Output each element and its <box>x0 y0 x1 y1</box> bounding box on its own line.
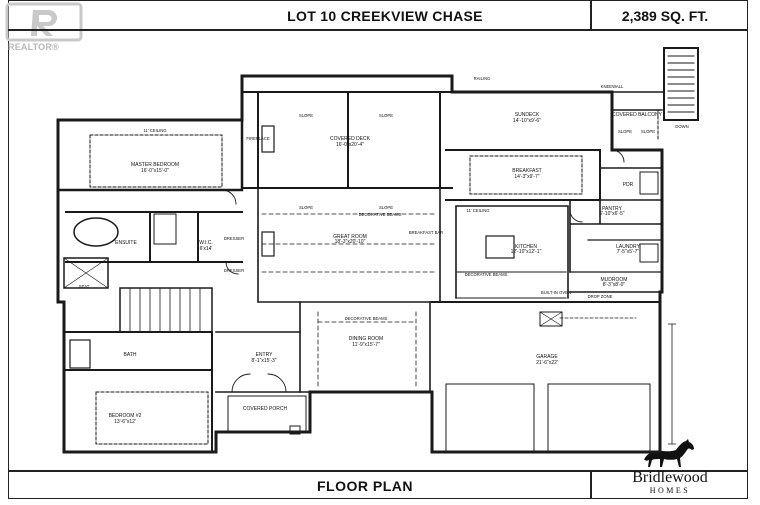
header-divider <box>8 29 748 31</box>
room-covered-deck-dims: 16'-0"x20'-4" <box>336 142 364 148</box>
room-entry: ENTRY <box>256 352 274 358</box>
footer-divider <box>8 470 748 472</box>
room-pantry-dims: 6'-10"x6'-5" <box>599 211 624 217</box>
room-ensuite: ENSUITE <box>115 240 137 246</box>
note-built-in-oven: BUILT-IN OVEN <box>541 290 571 295</box>
room-mudroom: MUDROOM <box>601 277 628 283</box>
square-footage: 2,389 SQ. FT. <box>621 8 709 24</box>
note-ceiling-1: 11' CEILING <box>143 128 166 133</box>
room-dining-room: DINING ROOM <box>349 336 383 342</box>
note-kneewall: KNEEWALL <box>601 84 624 89</box>
floor-plan-label: FLOOR PLAN <box>317 478 413 494</box>
room-garage-dims: 21'-6"x22' <box>536 360 558 366</box>
room-master-bedroom-dims: 16'-0"x15'-0" <box>141 168 169 174</box>
room-laundry-dims: 7'-5"x5'-7" <box>617 249 640 255</box>
room-covered-balcony: COVERED BALCONY <box>612 112 663 118</box>
room-master-bedroom: MASTER BEDROOM <box>131 162 179 168</box>
realtor-r-logo-icon <box>5 2 83 42</box>
note-slope-1: SLOPE <box>299 113 313 118</box>
brand-name: Bridlewood <box>632 469 708 486</box>
header-separator <box>590 0 592 29</box>
room-kitchen-dims: 12'-10"x12'-1" <box>511 249 542 255</box>
room-laundry: LAUNDRY <box>616 244 640 250</box>
room-great-room: GREAT ROOM <box>333 234 367 240</box>
room-great-room-dims: 18'-3"x20'-10" <box>335 239 366 245</box>
note-decorative-beams-1: DECORATIVE BEAMS <box>359 212 402 217</box>
note-dresser-2: DRESSER <box>224 268 244 273</box>
note-decorative-beams-2: DECORATIVE BEAMS <box>465 272 508 277</box>
note-slope-6: SLOPE <box>641 129 655 134</box>
note-dresser-1: DRESSER <box>224 236 244 241</box>
note-breakfast-bar: BREAKFAST BAR <box>409 230 443 235</box>
bridlewood-logo: Bridlewood HOMES <box>600 438 740 496</box>
brand-subtitle: HOMES <box>649 486 691 495</box>
room-garage: GARAGE <box>536 354 558 360</box>
room-pdr: PDR <box>623 182 634 188</box>
note-slope-2: SLOPE <box>379 113 393 118</box>
room-bedroom-2-dims: 13'-6"x12' <box>114 419 136 425</box>
room-breakfast: BREAKFAST <box>512 168 541 174</box>
room-covered-deck: COVERED DECK <box>330 136 371 142</box>
note-fireplace: FIREPLACE <box>246 136 269 141</box>
room-sundeck: SUNDECK <box>515 112 540 118</box>
room-bath: BATH <box>124 352 137 358</box>
room-breakfast-dims: 14'-3"x9'-7" <box>514 174 539 180</box>
room-covered-porch: COVERED PORCH <box>243 406 288 412</box>
note-drop-zone: DROP ZONE <box>588 294 613 299</box>
note-slope-5: SLOPE <box>618 129 632 134</box>
room-bedroom-2: BEDROOM #2 <box>109 413 142 419</box>
room-pantry: PANTRY <box>602 206 622 212</box>
room-mudroom-dims: 8'-3"x8'-0" <box>603 282 626 288</box>
horse-logo-icon <box>644 439 694 467</box>
lot-title: LOT 10 CREEKVIEW CHASE <box>287 8 483 24</box>
realtor-watermark-text: REALTOR® <box>8 42 59 52</box>
note-slope-3: SLOPE <box>299 205 313 210</box>
note-slope-4: SLOPE <box>379 205 393 210</box>
plan-frame <box>8 0 748 499</box>
note-down: DOWN <box>675 124 688 129</box>
realtor-watermark: REALTOR® <box>5 2 87 54</box>
room-entry-dims: 8'-1"x15'-3" <box>251 358 276 364</box>
room-sundeck-dims: 14'-10"x9'-6" <box>513 118 541 124</box>
room-wic-dims: 6'x14' <box>200 246 213 252</box>
footer-separator <box>590 470 592 499</box>
note-ceiling-2: 11' CEILING <box>466 208 489 213</box>
note-seat: SEAT <box>79 284 90 289</box>
note-decorative-beams-3: DECORATIVE BEAMS <box>345 316 388 321</box>
room-kitchen: KITCHEN <box>515 244 537 250</box>
note-railing: RAILING <box>474 76 491 81</box>
room-wic: W.I.C. <box>199 240 213 246</box>
room-dining-room-dims: 11'-9"x15'-7" <box>352 342 380 348</box>
